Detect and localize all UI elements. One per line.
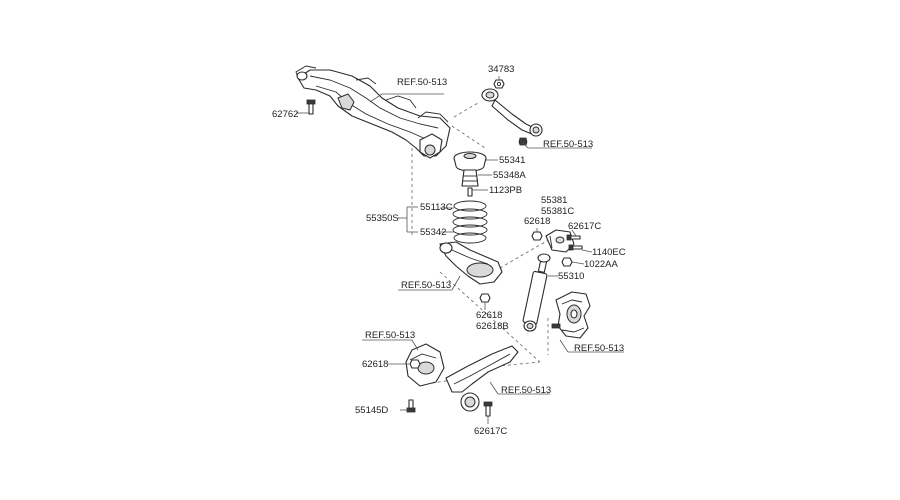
leader-lines (296, 76, 624, 424)
nut-62618-upper[interactable] (531, 231, 543, 241)
label-55350S: 55350S (366, 213, 399, 224)
shock-absorber-55310[interactable] (522, 253, 551, 332)
label-62617C-upper: 62617C (568, 221, 601, 232)
callout-labels: 34783 REF.50-513 62762 REF.50-513 55341 … (272, 64, 626, 437)
label-55341: 55341 (499, 155, 525, 166)
rear-knuckle[interactable] (551, 291, 591, 339)
label-62617C-lower: 62617C (474, 426, 507, 437)
label-55145D: 55145D (355, 405, 388, 416)
label-62618-bracket: 62618 (362, 359, 388, 370)
ref-50-513-trailing-arm[interactable]: REF.50-513 (501, 385, 551, 396)
nut-1022AA[interactable] (561, 257, 573, 267)
coil-spring-55350S[interactable] (452, 200, 488, 244)
bolt-1123PB[interactable] (467, 187, 473, 197)
label-62762: 62762 (272, 109, 298, 120)
bolt-62762[interactable] (306, 99, 316, 115)
label-55342: 55342 (420, 227, 446, 238)
link-bolt[interactable] (518, 137, 528, 146)
bolt-62617C-upper[interactable] (566, 234, 581, 241)
label-55310: 55310 (558, 271, 584, 282)
bolt-55145D[interactable] (406, 399, 416, 413)
nut-34783[interactable] (493, 79, 505, 89)
bolt-62617C-lower[interactable] (483, 401, 493, 417)
label-55348A: 55348A (493, 170, 526, 181)
ref-50-513-crossmember[interactable]: REF.50-513 (397, 77, 447, 88)
ref-50-513-knuckle[interactable]: REF.50-513 (574, 343, 624, 354)
spring-upper-seat-55341[interactable] (453, 151, 487, 172)
nut-62618-lower-arm[interactable] (479, 293, 491, 303)
label-55381: 55381 (541, 195, 567, 206)
bolt-1140EC[interactable] (568, 244, 583, 251)
label-55381C: 55381C (541, 206, 574, 217)
rear-crossmember[interactable] (295, 65, 451, 159)
lower-control-arm[interactable] (439, 241, 503, 285)
label-34783: 34783 (488, 64, 514, 75)
bump-stopper-55348A[interactable] (461, 169, 479, 187)
label-1022AA: 1022AA (584, 259, 618, 270)
label-1140EC: 1140EC (592, 247, 626, 258)
upper-lateral-link[interactable] (481, 88, 543, 137)
label-1123PB: 1123PB (489, 185, 522, 196)
label-62618B: 62618B (476, 321, 509, 332)
label-62618-lower: 62618 (476, 310, 502, 321)
ref-50-513-bracket[interactable]: REF.50-513 (365, 330, 415, 341)
ref-50-513-lower-arm[interactable]: REF.50-513 (401, 280, 451, 291)
label-62618-upper: 62618 (524, 216, 550, 227)
nut-62618-bracket[interactable] (409, 359, 421, 369)
trailing-arm[interactable] (445, 345, 519, 412)
ref-50-513-upper-link[interactable]: REF.50-513 (543, 139, 593, 150)
trailing-arm-bracket[interactable] (405, 343, 445, 387)
label-55113C: 55113C (420, 202, 453, 213)
